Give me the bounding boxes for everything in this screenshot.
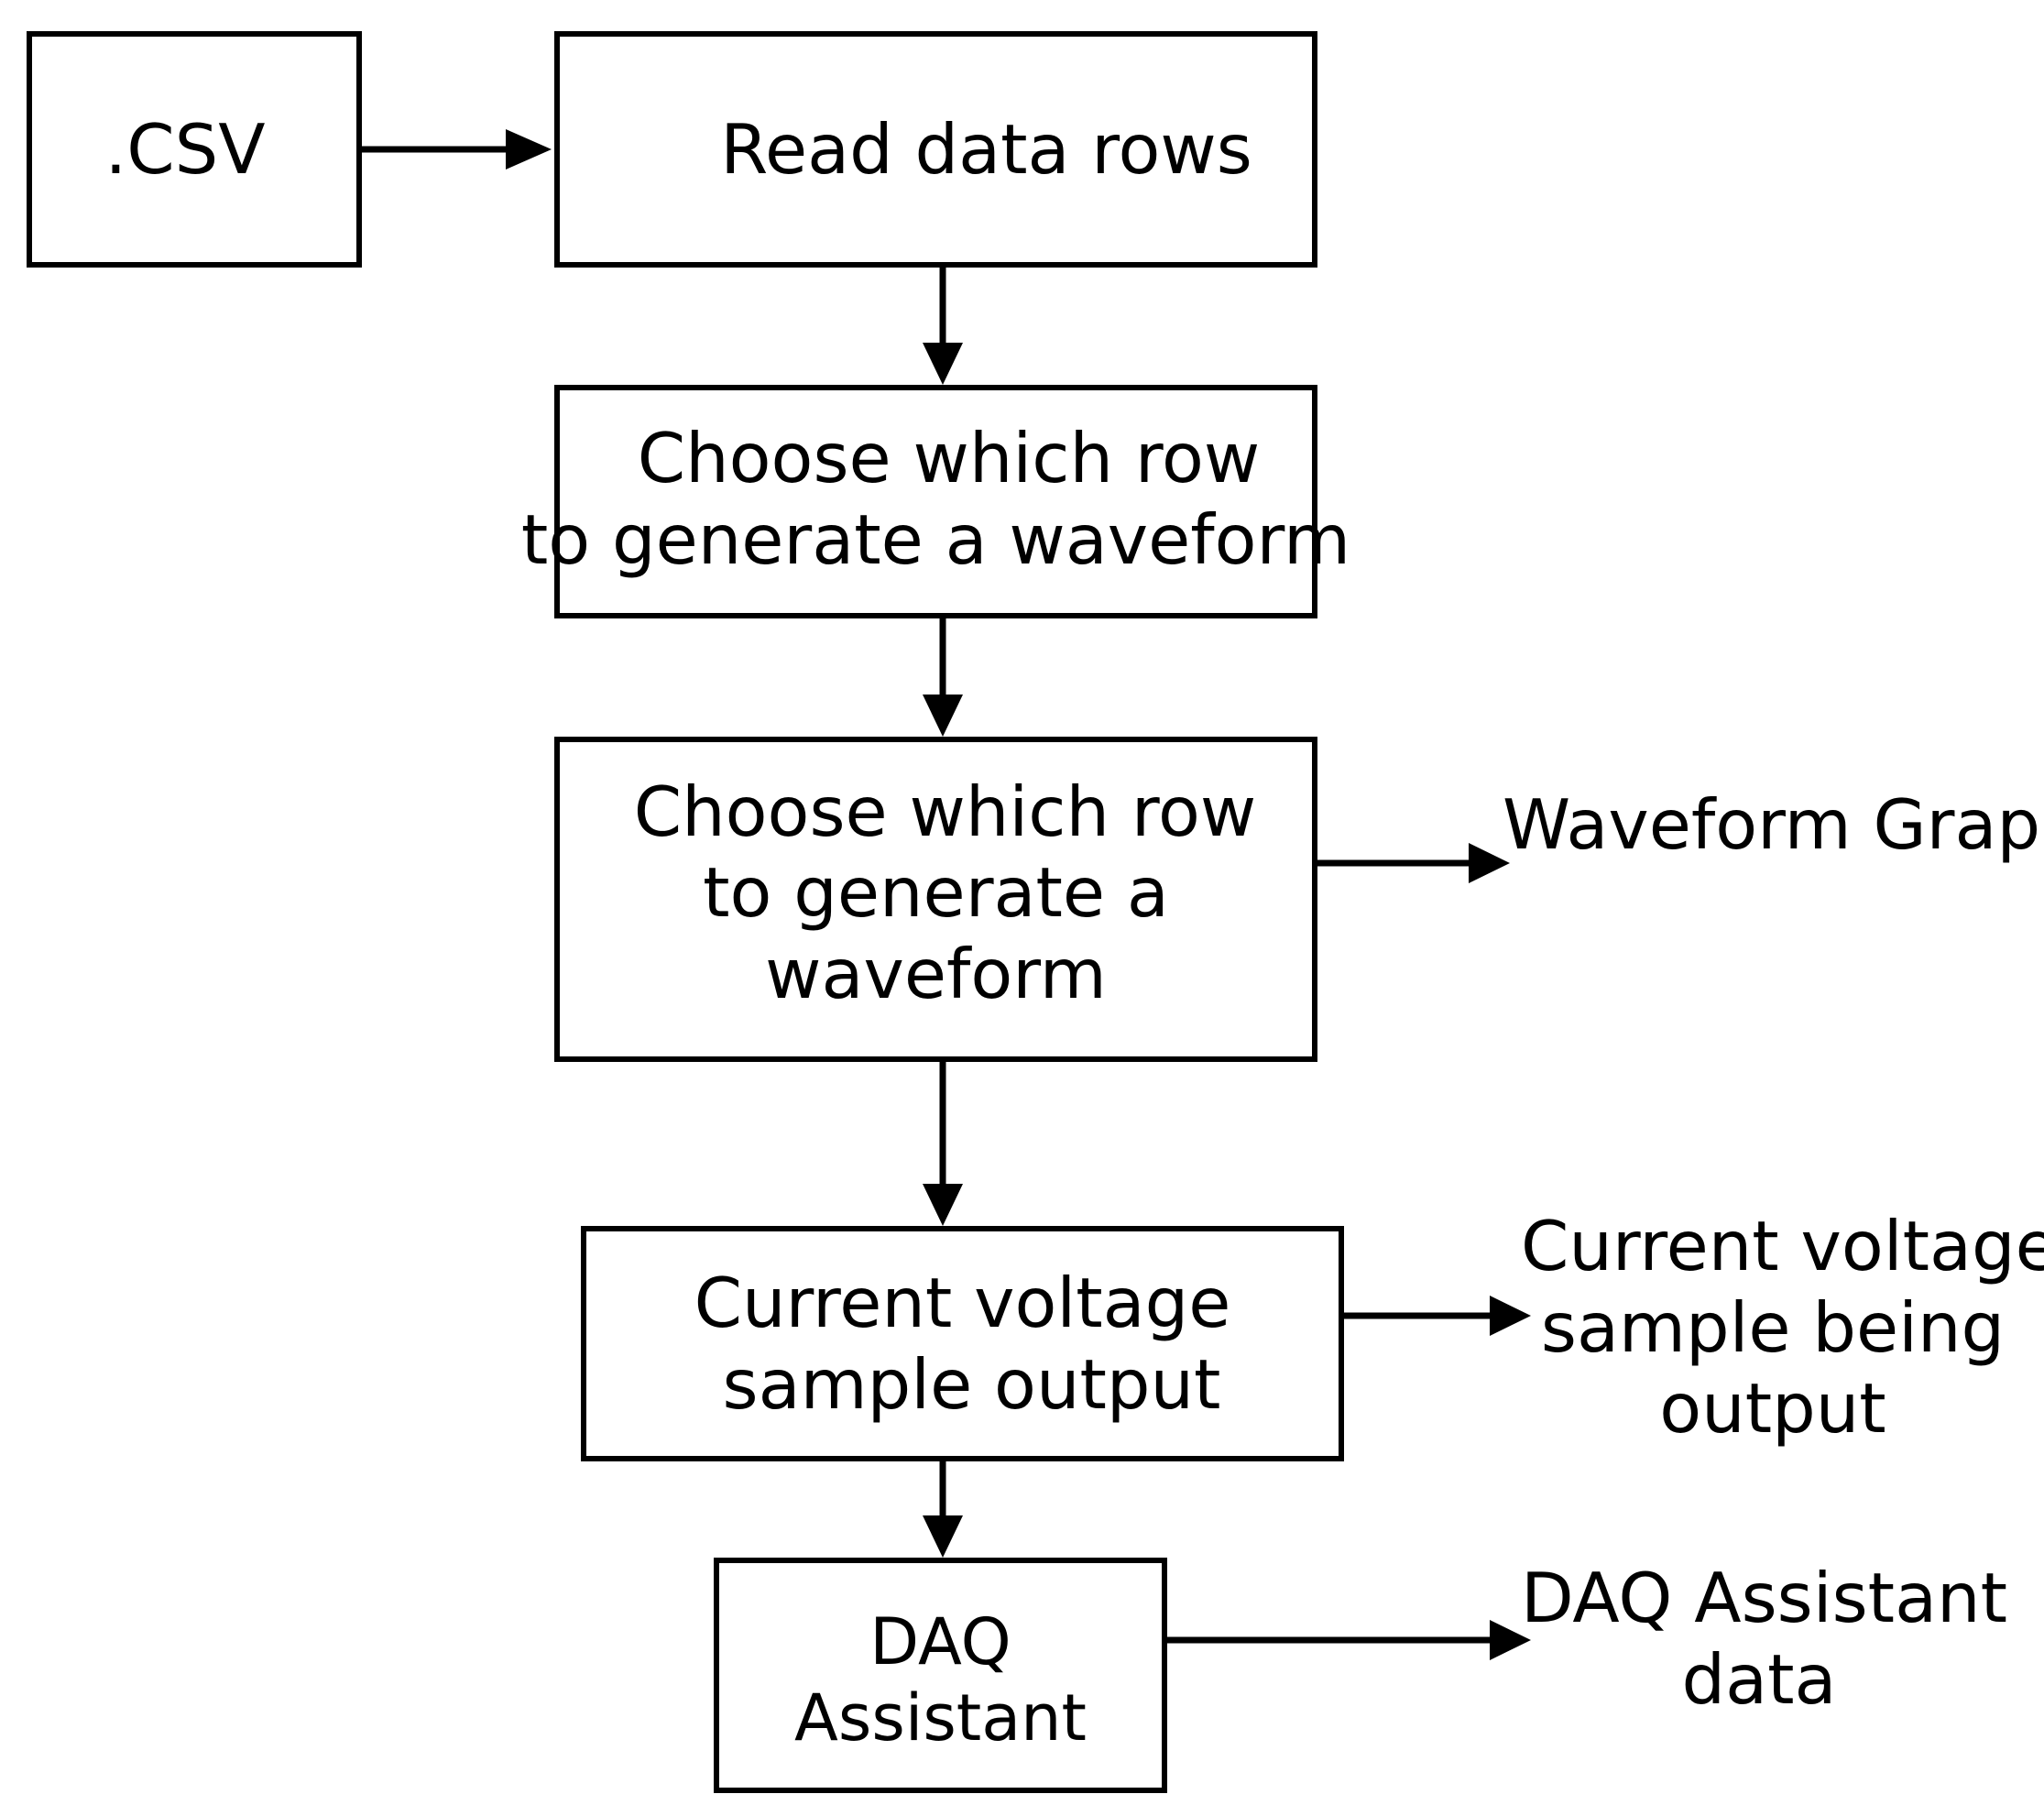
- arrowhead-choose-row-2-to-voltage-output: [923, 1184, 963, 1226]
- arrowhead-to-daq-data-label: [1490, 1620, 1531, 1660]
- csv-node: .CSV: [27, 31, 362, 268]
- daq-assistant-node-label: DAQ Assistant: [794, 1603, 1087, 1756]
- arrowhead-to-waveform-graph: [1469, 843, 1510, 883]
- voltage-sample-line1: Current voltage: [1521, 1206, 2044, 1286]
- voltage-sample-label: Current voltage sample being output: [1521, 1206, 2044, 1449]
- csv-node-label: .CSV: [104, 108, 266, 190]
- voltage-output-node-line1: Current voltage: [694, 1263, 1231, 1343]
- voltage-sample-line2: sample being: [1540, 1286, 2006, 1368]
- arrowhead-voltage-output-to-daq: [923, 1515, 963, 1558]
- daq-data-line1: DAQ Assistant: [1521, 1558, 2007, 1638]
- choose-row-node-1-line1: Choose which row: [637, 418, 1261, 498]
- choose-row-node-1: Choose which row to generate a waveform: [521, 385, 1350, 618]
- choose-row-node-2-line3: waveform: [765, 933, 1107, 1014]
- voltage-sample-line3: output: [1659, 1368, 1886, 1449]
- daq-data-line2: data: [1681, 1638, 1837, 1720]
- daq-data-label: DAQ Assistant data: [1521, 1558, 2007, 1720]
- waveform-graph-label: Waveform Graph: [1503, 784, 2044, 866]
- read-rows-node-label: Read data rows: [720, 108, 1252, 190]
- arrowhead-to-voltage-sample-label: [1490, 1296, 1531, 1336]
- voltage-output-node-line2: sample output: [722, 1343, 1221, 1425]
- choose-row-node-2-line2: to generate a: [703, 852, 1169, 934]
- voltage-output-node: Current voltage sample output: [581, 1226, 1344, 1461]
- choose-row-node-2-line1: Choose which row: [633, 771, 1257, 852]
- read-rows-node: Read data rows: [554, 31, 1317, 268]
- daq-assistant-node: DAQ Assistant: [714, 1558, 1167, 1793]
- arrowhead-csv-to-read-rows: [506, 129, 552, 170]
- arrowhead-choose-row-1-to-choose-row-2: [923, 695, 963, 737]
- waveform-graph-text: Waveform Graph: [1503, 784, 2044, 865]
- choose-row-node-2: Choose which row to generate a waveform: [554, 737, 1317, 1062]
- arrowhead-read-rows-to-choose-row-1: [923, 343, 963, 385]
- choose-row-node-1-line2: to generate a waveform: [520, 498, 1351, 580]
